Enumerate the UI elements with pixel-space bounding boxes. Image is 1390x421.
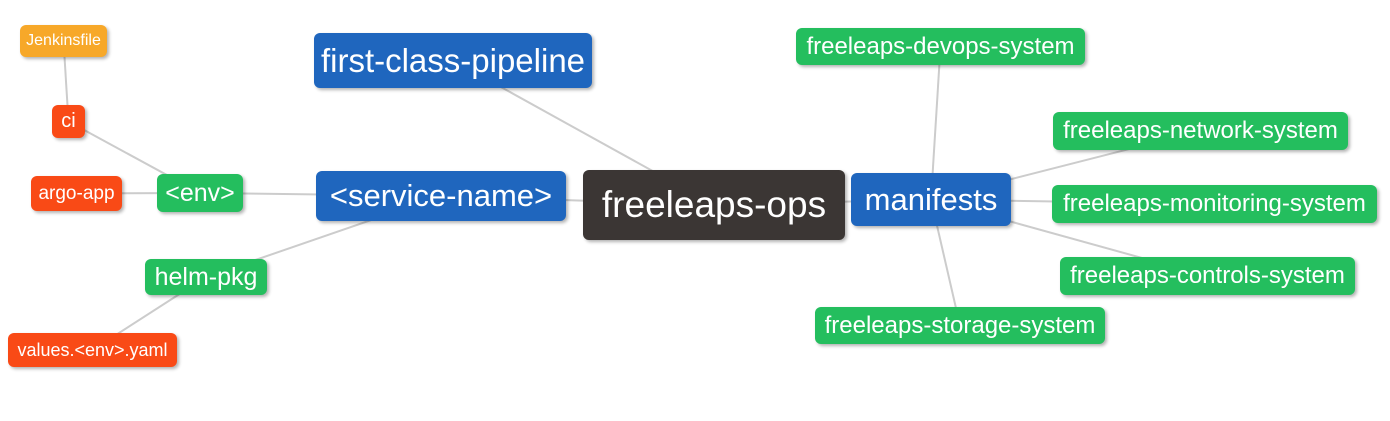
node-service-name[interactable]: <service-name> [316,171,566,221]
node-jenkinsfile[interactable]: Jenkinsfile [20,25,107,57]
node-freeleaps-network-system[interactable]: freeleaps-network-system [1053,112,1348,150]
node-values-env-yaml[interactable]: values.<env>.yaml [8,333,177,367]
node-ci[interactable]: ci [52,105,85,138]
node-manifests[interactable]: manifests [851,173,1011,226]
node-freeleaps-controls-system[interactable]: freeleaps-controls-system [1060,257,1355,295]
node-first-class-pipeline[interactable]: first-class-pipeline [314,33,592,88]
node-env[interactable]: <env> [157,174,243,212]
node-freeleaps-ops-root[interactable]: freeleaps-ops [583,170,845,240]
node-argo-app[interactable]: argo-app [31,176,122,211]
node-freeleaps-devops-system[interactable]: freeleaps-devops-system [796,28,1085,65]
node-freeleaps-monitoring-system[interactable]: freeleaps-monitoring-system [1052,185,1377,223]
node-helm-pkg[interactable]: helm-pkg [145,259,267,295]
node-freeleaps-storage-system[interactable]: freeleaps-storage-system [815,307,1105,344]
